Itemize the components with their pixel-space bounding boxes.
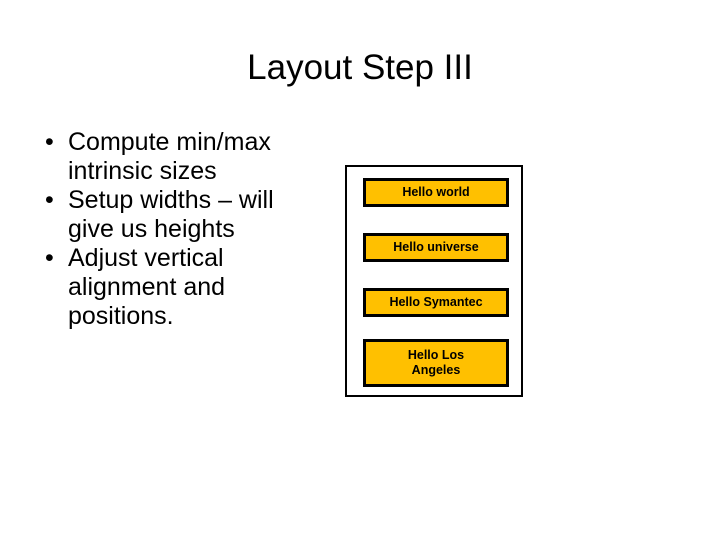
diagram-box-label: Hello Los Angeles	[407, 348, 465, 377]
list-item: • Adjust vertical alignment and position…	[40, 244, 310, 331]
diagram-box-hello-symantec: Hello Symantec	[363, 288, 509, 317]
bullet-list: • Compute min/max intrinsic sizes • Setu…	[40, 128, 310, 331]
list-item: • Compute min/max intrinsic sizes	[40, 128, 310, 186]
diagram-box-label: Hello universe	[393, 240, 479, 254]
diagram-box-hello-universe: Hello universe	[363, 233, 509, 262]
layout-diagram-container: Hello world Hello universe Hello Symante…	[345, 165, 523, 397]
bullet-point-icon: •	[45, 244, 54, 272]
list-item: • Setup widths – will give us heights	[40, 186, 310, 244]
diagram-box-label: Hello world	[402, 185, 470, 199]
list-item-label: Compute min/max intrinsic sizes	[68, 128, 271, 185]
list-item-label: Adjust vertical alignment and positions.	[68, 244, 226, 330]
list-item-label: Setup widths – will give us heights	[68, 186, 274, 243]
diagram-box-label: Hello Symantec	[389, 295, 483, 309]
bullet-point-icon: •	[45, 186, 54, 214]
bullet-point-icon: •	[45, 128, 54, 156]
page-title: Layout Step III	[247, 48, 473, 87]
diagram-box-hello-los-angeles: Hello Los Angeles	[363, 339, 509, 387]
diagram-box-hello-world: Hello world	[363, 178, 509, 207]
